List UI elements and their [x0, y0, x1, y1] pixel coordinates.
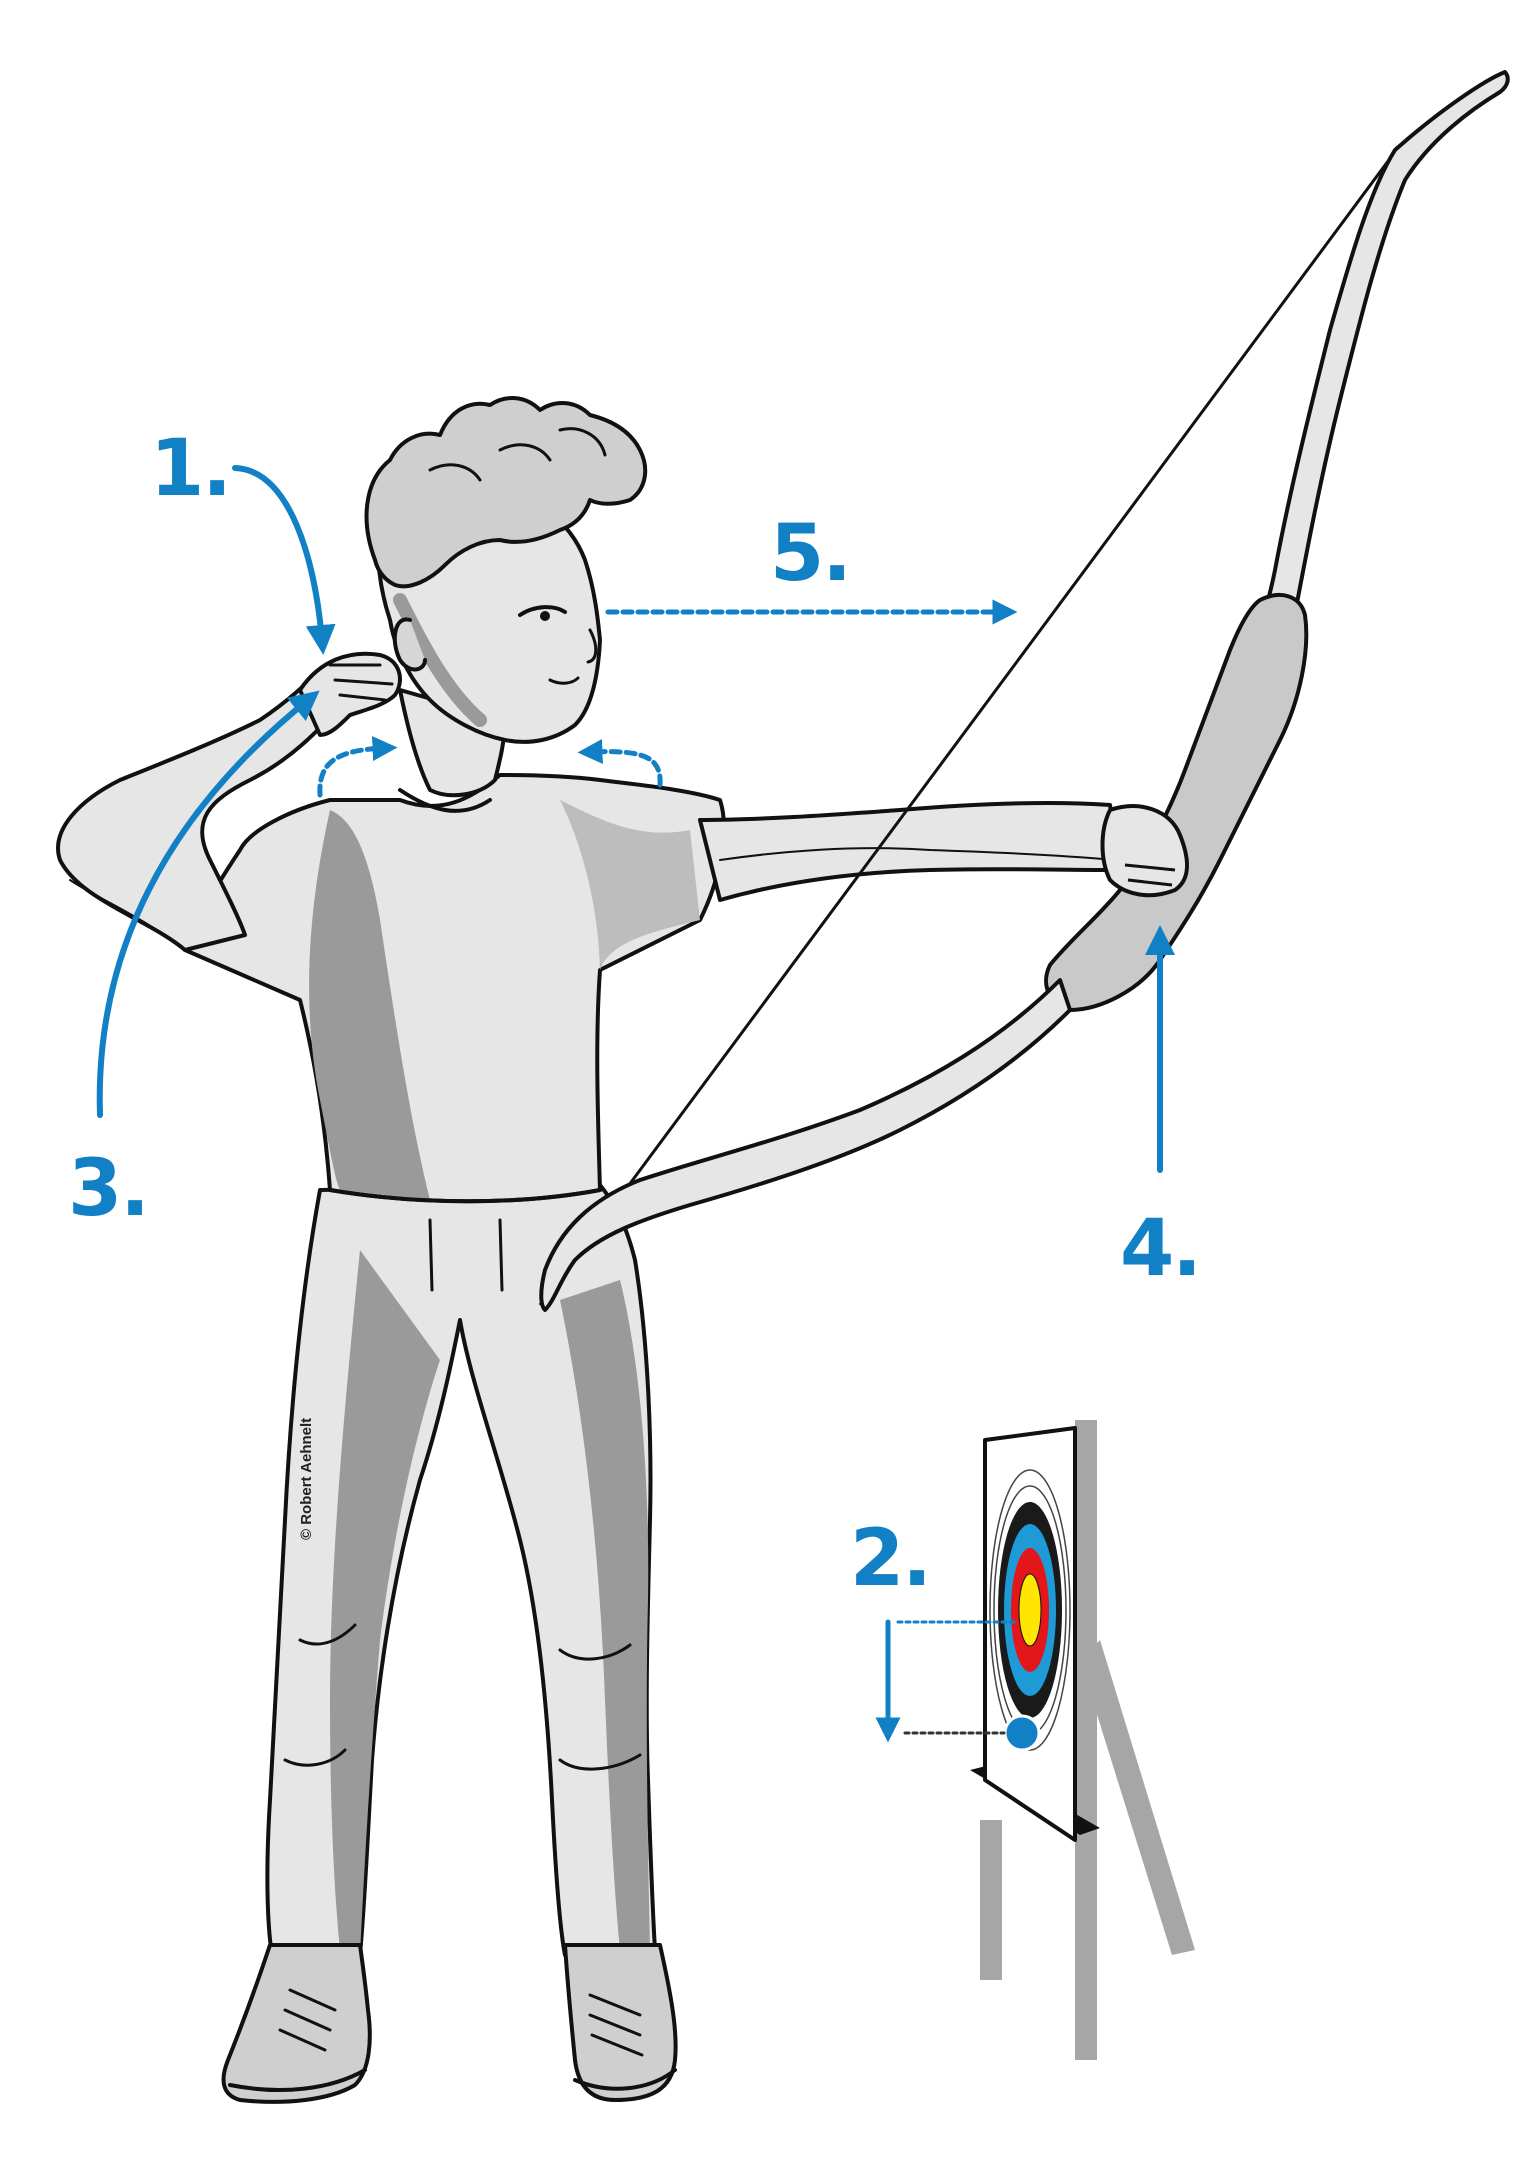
stand-leg-right	[1075, 1820, 1097, 2060]
ring-yellow	[1018, 1573, 1042, 1647]
drawing-hand	[298, 651, 402, 737]
shoulder-arrow-right	[577, 739, 663, 788]
arrow-step-1	[232, 465, 336, 655]
bow-arm	[698, 800, 1122, 902]
stand-post	[1075, 1420, 1097, 1840]
bow	[538, 70, 1510, 1312]
shoulder-arrow-left	[317, 736, 398, 798]
hair	[364, 396, 648, 589]
stand-rear-leg	[1080, 1640, 1195, 1955]
target	[970, 1420, 1195, 2060]
annotations	[96, 465, 1175, 1743]
archer-figure	[56, 396, 1122, 2104]
step-3-label: 3.	[68, 1144, 150, 1234]
bow-hand	[1100, 804, 1189, 898]
shoes	[221, 1943, 678, 2104]
stand-leg-left	[980, 1820, 1002, 1980]
shirt	[183, 773, 726, 1204]
lower-limb	[539, 978, 1072, 1312]
bowstring	[538, 144, 1402, 1306]
arrow-hit-point	[1003, 1714, 1041, 1752]
upper-limb	[1223, 70, 1510, 702]
trousers	[265, 1183, 657, 1957]
step-1-label: 1.	[150, 424, 232, 514]
step-2-label: 2.	[850, 1514, 932, 1604]
eye	[518, 605, 567, 617]
copyright-credit: © Robert Aehnelt	[298, 1417, 315, 1540]
step-4-label: 4.	[1120, 1204, 1202, 1294]
step-5-label: 5.	[770, 509, 852, 599]
arrow-step-3	[96, 690, 320, 1118]
